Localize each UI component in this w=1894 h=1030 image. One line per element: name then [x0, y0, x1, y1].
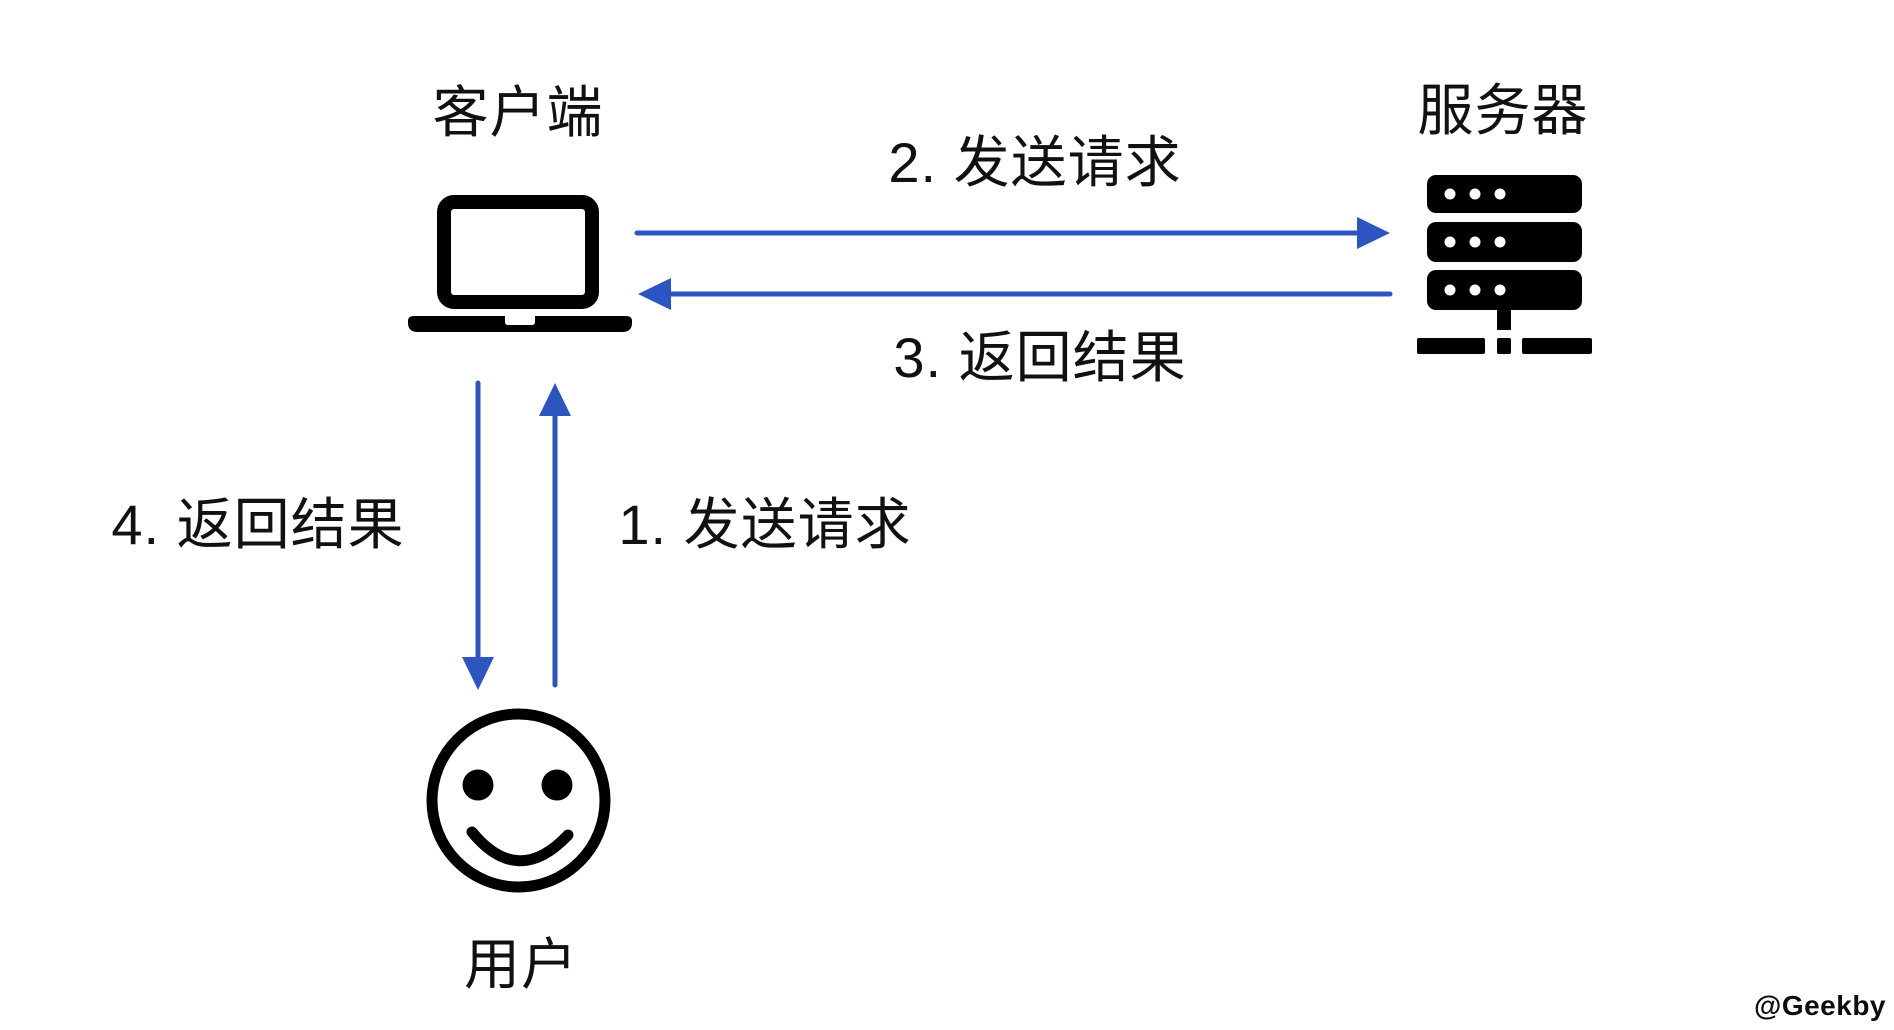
edge-label-send-request-1: 1. 发送请求 [618, 493, 912, 556]
user-node-label: 用户 [464, 933, 578, 996]
laptop-icon [408, 195, 632, 332]
arrow-client-to-user [462, 380, 494, 690]
arrow-server-to-client [638, 278, 1393, 310]
arrow-user-to-client [539, 383, 571, 688]
server-node-label: 服务器 [1417, 79, 1589, 142]
arrow-client-to-server [634, 217, 1390, 249]
client-node-label: 客户端 [432, 81, 604, 144]
edge-label-return-result-4: 4. 返回结果 [111, 493, 405, 556]
smiley-face-icon [426, 708, 611, 893]
server-rack-icon [1417, 175, 1592, 354]
edge-label-return-result-3: 3. 返回结果 [893, 326, 1187, 389]
watermark-credit: @Geekby [1754, 990, 1886, 1021]
edge-label-send-request-2: 2. 发送请求 [888, 131, 1182, 194]
